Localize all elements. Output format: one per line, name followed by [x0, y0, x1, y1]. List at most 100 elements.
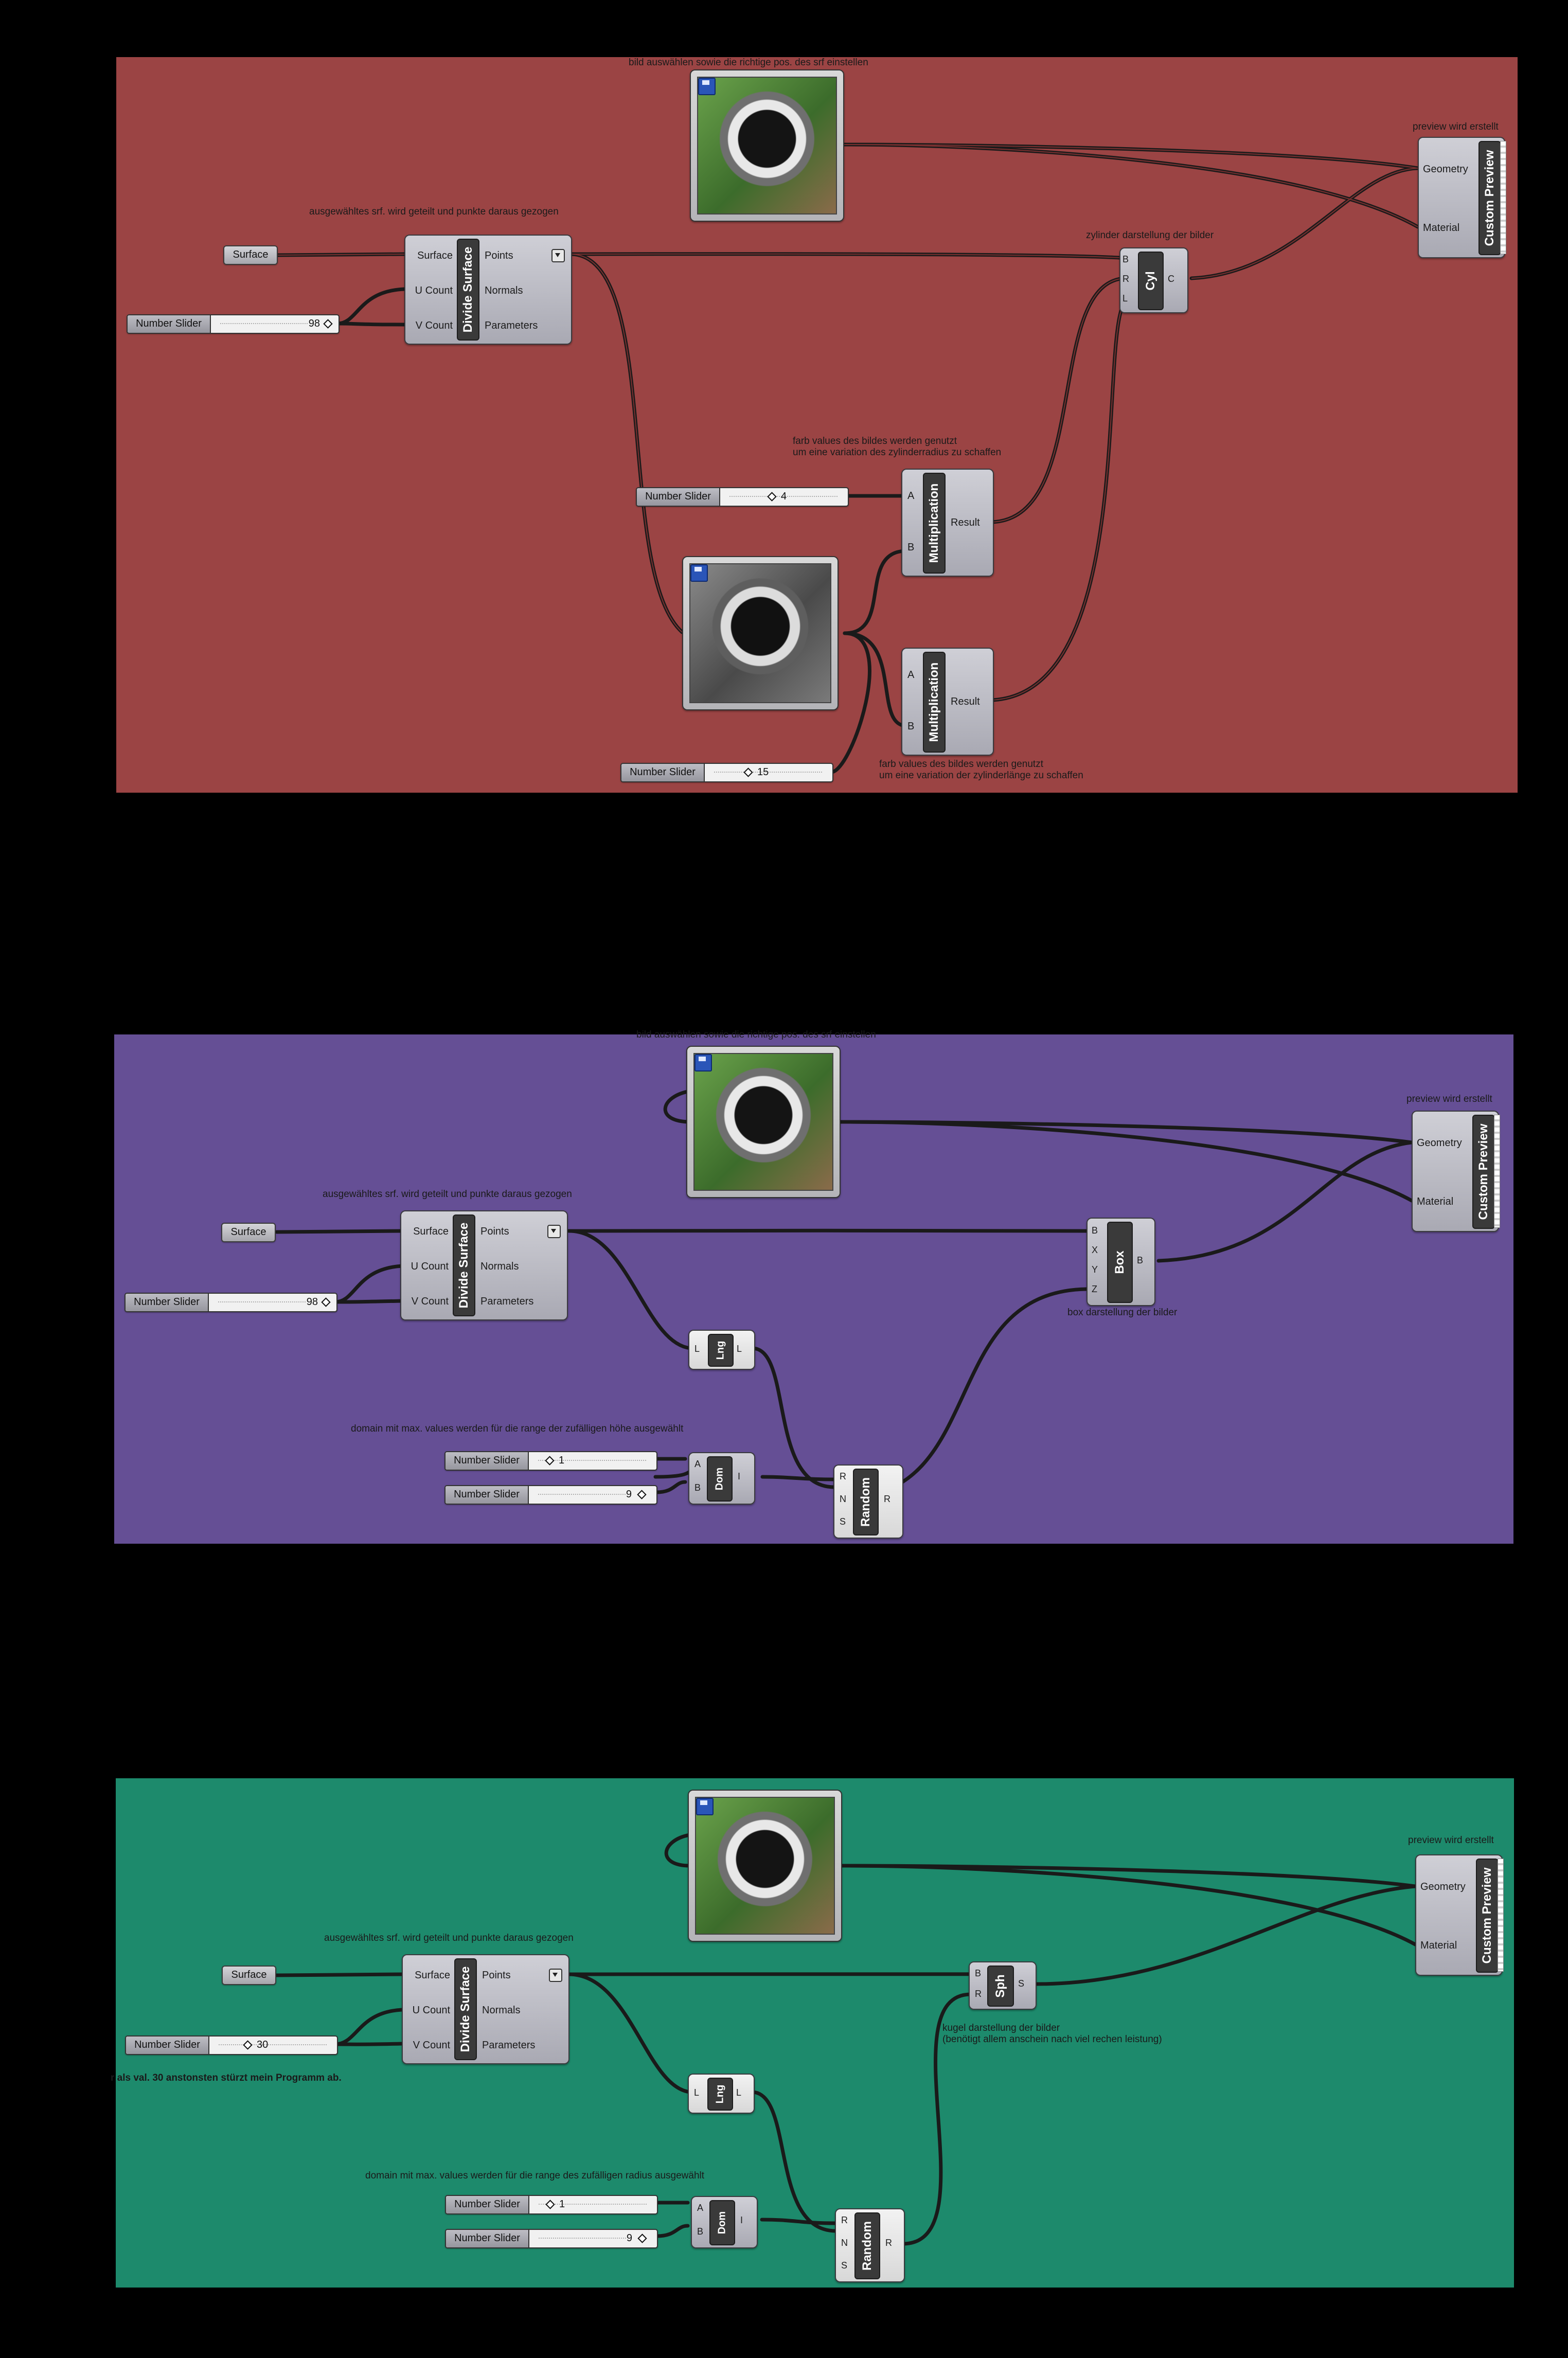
image-sampler-grayscale[interactable]	[682, 556, 839, 710]
input-list[interactable]: L	[694, 1344, 700, 1354]
output-normals[interactable]: Normals	[482, 2005, 521, 2016]
number-slider-count[interactable]: Number Slider 30	[125, 2035, 338, 2055]
image-sampler-color[interactable]	[686, 1046, 841, 1198]
input-geometry[interactable]: Geometry	[1417, 1137, 1462, 1149]
slider-grip-icon[interactable]	[545, 1456, 555, 1466]
input-b[interactable]: B	[907, 542, 915, 553]
multiplication-component-radius[interactable]: A B Multiplication Result	[901, 469, 994, 577]
output-box[interactable]: B	[1137, 1255, 1144, 1265]
input-b[interactable]: B	[907, 721, 915, 732]
random-component[interactable]: R N S Random R	[833, 1464, 903, 1539]
number-slider-domain-b[interactable]: Number Slider 9	[444, 1485, 657, 1505]
input-number[interactable]: N	[841, 2238, 848, 2248]
input-u-count[interactable]: U Count	[415, 285, 453, 296]
input-seed[interactable]: S	[840, 1516, 846, 1527]
input-v-count[interactable]: V Count	[413, 2040, 450, 2051]
input-material[interactable]: Material	[1417, 1196, 1454, 1207]
multiplication-component-length[interactable]: A B Multiplication Result	[901, 648, 994, 756]
output-interval[interactable]: I	[738, 1471, 741, 1481]
output-normals[interactable]: Normals	[485, 285, 523, 296]
length-component[interactable]: L Lng L	[688, 1330, 755, 1370]
input-v-count[interactable]: V Count	[411, 1296, 449, 1307]
input-a[interactable]: A	[694, 1459, 701, 1469]
number-slider-domain-a[interactable]: Number Slider 1	[444, 1451, 657, 1471]
divide-surface-component[interactable]: Surface U Count V Count Divide Surface P…	[400, 1210, 568, 1320]
group-sphere[interactable]: ausgewähltes srf. wird geteilt und punkt…	[111, 1778, 1514, 2288]
surface-param[interactable]: Surface	[222, 1966, 276, 1985]
output-length[interactable]: L	[736, 2087, 742, 2098]
slider-grip-icon[interactable]	[321, 1297, 331, 1307]
input-radius[interactable]: R	[975, 1989, 982, 1999]
input-x[interactable]: X	[1092, 1245, 1098, 1255]
input-surface[interactable]: Surface	[417, 250, 453, 261]
input-number[interactable]: N	[840, 1494, 846, 1504]
custom-preview-component[interactable]: Geometry Material Custom Preview	[1412, 1111, 1500, 1232]
number-slider-count[interactable]: Number Slider 98	[127, 314, 340, 334]
input-geometry[interactable]: Geometry	[1423, 164, 1468, 175]
input-geometry[interactable]: Geometry	[1420, 1881, 1466, 1892]
output-sphere[interactable]: S	[1018, 1978, 1025, 1989]
input-list[interactable]: L	[694, 2087, 700, 2098]
surface-param[interactable]: Surface	[223, 245, 278, 265]
flatten-icon[interactable]	[551, 249, 565, 262]
group-box[interactable]: bild auswählen sowie die richtige pos. d…	[114, 1029, 1513, 1544]
flatten-icon[interactable]	[547, 1225, 561, 1238]
slider-grip-icon[interactable]	[545, 2200, 555, 2209]
output-cylinder[interactable]: C	[1168, 274, 1174, 284]
length-component[interactable]: L Lng L	[688, 2074, 755, 2114]
input-range[interactable]: R	[841, 2215, 848, 2225]
group-cylinder[interactable]: bild auswählen sowie die richtige pos. d…	[116, 57, 1518, 793]
number-slider-domain-b[interactable]: Number Slider 9	[445, 2229, 658, 2248]
image-sampler-color[interactable]	[688, 1790, 842, 1942]
number-slider-radius-factor[interactable]: Number Slider 4	[636, 487, 849, 507]
slider-grip-icon[interactable]	[767, 492, 777, 502]
number-slider-domain-a[interactable]: Number Slider 1	[445, 2195, 658, 2214]
output-length[interactable]: L	[737, 1344, 742, 1354]
slider-grip-icon[interactable]	[637, 2234, 647, 2243]
input-surface[interactable]: Surface	[413, 1226, 449, 1237]
sphere-component[interactable]: B R Sph S	[969, 1961, 1037, 2010]
slider-grip-icon[interactable]	[637, 1490, 647, 1499]
input-u-count[interactable]: U Count	[412, 2005, 450, 2016]
random-component[interactable]: R N S Random R	[835, 2208, 905, 2282]
input-base[interactable]: B	[975, 1968, 982, 1978]
input-range[interactable]: R	[840, 1471, 846, 1481]
output-parameters[interactable]: Parameters	[482, 2040, 536, 2051]
input-a[interactable]: A	[907, 669, 915, 681]
output-parameters[interactable]: Parameters	[480, 1296, 534, 1307]
input-material[interactable]: Material	[1423, 222, 1460, 234]
input-v-count[interactable]: V Count	[415, 320, 453, 331]
domain-component[interactable]: A B Dom I	[691, 2196, 758, 2248]
output-result[interactable]: Result	[951, 696, 980, 707]
flatten-icon[interactable]	[549, 1969, 562, 1982]
number-slider-count[interactable]: Number Slider 98	[124, 1293, 337, 1312]
slider-grip-icon[interactable]	[243, 2040, 253, 2050]
output-result[interactable]: Result	[951, 517, 980, 528]
output-points[interactable]: Points	[485, 250, 513, 261]
input-a[interactable]: A	[907, 490, 915, 502]
number-slider-length-factor[interactable]: Number Slider 15	[620, 763, 833, 782]
box-component[interactable]: B X Y Z Box B	[1086, 1218, 1155, 1306]
cylinder-component[interactable]: B R L Cyl C	[1119, 247, 1188, 313]
slider-grip-icon[interactable]	[323, 319, 333, 329]
image-sampler-color[interactable]	[690, 69, 844, 222]
input-b[interactable]: B	[694, 1482, 701, 1493]
output-normals[interactable]: Normals	[480, 1261, 519, 1272]
input-base[interactable]: B	[1122, 254, 1129, 264]
input-y[interactable]: Y	[1092, 1264, 1098, 1275]
input-seed[interactable]: S	[841, 2260, 848, 2271]
output-points[interactable]: Points	[480, 1226, 509, 1237]
output-random[interactable]: R	[884, 1494, 890, 1504]
input-u-count[interactable]: U Count	[411, 1261, 449, 1272]
domain-component[interactable]: A B Dom I	[688, 1452, 755, 1505]
input-material[interactable]: Material	[1420, 1940, 1457, 1951]
input-base[interactable]: B	[1092, 1225, 1098, 1236]
output-parameters[interactable]: Parameters	[485, 320, 538, 331]
output-points[interactable]: Points	[482, 1970, 511, 1981]
input-length[interactable]: L	[1122, 293, 1128, 303]
custom-preview-component[interactable]: Geometry Material Custom Preview	[1415, 1854, 1504, 1976]
divide-surface-component[interactable]: Surface U Count V Count Divide Surface P…	[402, 1954, 569, 2064]
output-random[interactable]: R	[885, 2238, 892, 2248]
input-radius[interactable]: R	[1122, 274, 1129, 284]
slider-grip-icon[interactable]	[743, 767, 753, 777]
